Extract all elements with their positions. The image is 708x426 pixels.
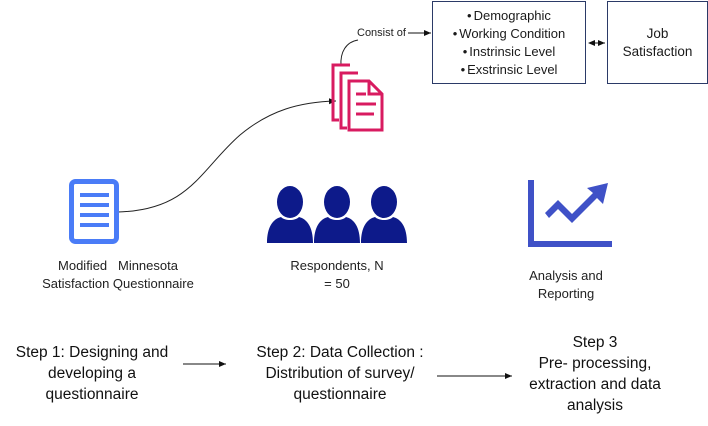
user-icon xyxy=(314,186,360,243)
analysis-caption-line2: Reporting xyxy=(537,286,595,301)
factor-item: Exstrinsic Level xyxy=(461,61,557,79)
step-2-line: questionnaire xyxy=(293,386,387,403)
job-satisfaction-line1: Job xyxy=(646,25,669,41)
step-3-line: Pre- processing, xyxy=(538,355,652,372)
analysis-caption: Analysis and Reporting xyxy=(511,267,621,303)
factor-item: Instrinsic Level xyxy=(463,43,555,61)
step-2: Step 2: Data Collection : Distribution o… xyxy=(240,342,440,405)
respondents-caption: Respondents, N = 50 xyxy=(277,257,397,293)
questionnaire-caption-line2: Satisfaction Questionnaire xyxy=(42,276,194,291)
respondents-caption-line2: = 50 xyxy=(324,276,350,291)
analysis-caption-line1: Analysis and xyxy=(529,268,603,283)
step-2-line: Distribution of survey/ xyxy=(265,365,415,382)
step-2-line: Step 2: Data Collection : xyxy=(256,344,424,361)
consist-of-label: Consist of xyxy=(357,27,406,39)
questionnaire-caption: Modified Minnesota Satisfaction Question… xyxy=(28,257,208,293)
step-1: Step 1: Designing and developing a quest… xyxy=(2,342,182,405)
job-satisfaction-line2: Satisfaction xyxy=(622,43,693,59)
documents-to-consist-curve xyxy=(340,39,359,67)
respondents-caption-line1: Respondents, N xyxy=(290,258,384,273)
step-1-line: Step 1: Designing and xyxy=(15,344,169,361)
step-1-line: questionnaire xyxy=(45,386,139,403)
questionnaire-caption-line1: Modified Minnesota xyxy=(58,258,178,273)
users-group-icon xyxy=(267,186,407,243)
trending-up-chart-icon xyxy=(528,180,612,247)
step-3: Step 3 Pre- processing, extraction and d… xyxy=(515,332,675,416)
factors-box: Demographic Working Condition Instrinsic… xyxy=(432,1,586,84)
step-3-line: analysis xyxy=(567,397,623,414)
document-icon xyxy=(69,179,119,244)
factor-item: Demographic xyxy=(467,7,551,25)
user-icon xyxy=(361,186,407,243)
documents-stack-icon xyxy=(331,63,384,132)
job-satisfaction-box: Job Satisfaction xyxy=(607,1,708,84)
step-3-line: Step 3 xyxy=(572,334,618,351)
step-3-line: extraction and data xyxy=(529,376,661,393)
user-icon xyxy=(267,186,313,243)
questionnaire-to-documents-curve xyxy=(117,98,337,213)
factor-item: Working Condition xyxy=(453,25,565,43)
step-1-line: developing a xyxy=(48,365,136,382)
